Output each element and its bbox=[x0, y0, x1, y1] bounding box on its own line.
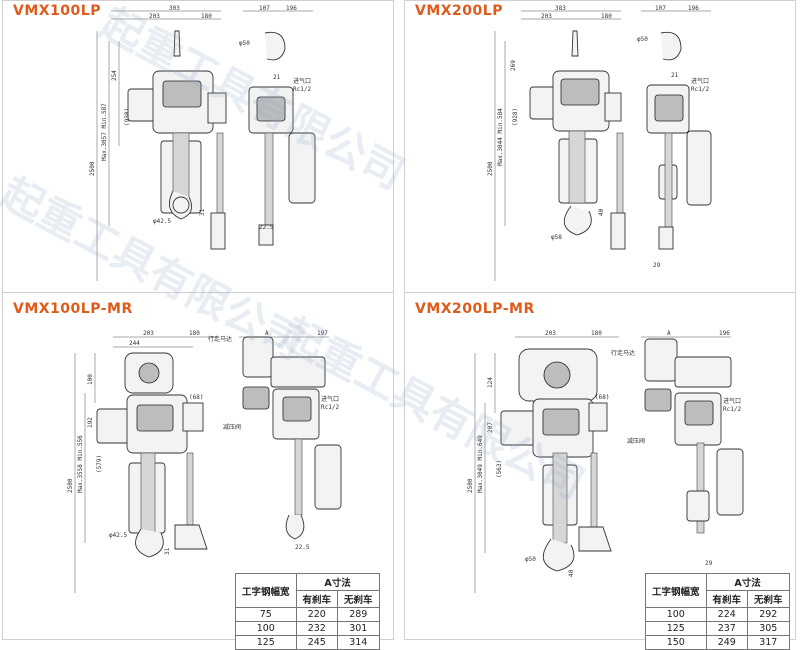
svg-text:21: 21 bbox=[671, 72, 679, 79]
svg-text:φ58: φ58 bbox=[551, 234, 562, 241]
svg-text:107: 107 bbox=[655, 5, 666, 12]
svg-text:2500: 2500 bbox=[487, 161, 494, 176]
svg-text:196: 196 bbox=[719, 330, 730, 337]
hoist-drawing: 203 180 244 A 197 2500 Max.3558 Min.556 … bbox=[67, 330, 342, 593]
svg-text:Rc1/2: Rc1/2 bbox=[321, 404, 339, 411]
dim-text: 180 bbox=[201, 13, 212, 20]
svg-text:100: 100 bbox=[87, 374, 94, 385]
svg-text:40: 40 bbox=[598, 208, 605, 216]
dim-text: 196 bbox=[286, 5, 297, 12]
svg-text:31: 31 bbox=[199, 208, 206, 216]
svg-text:31: 31 bbox=[164, 547, 171, 555]
hoist-drawing: 303 203 180 107 196 2500 Max.3057 Min.58… bbox=[89, 5, 316, 281]
air-inlet-label: 进气口 bbox=[293, 77, 311, 85]
svg-text:180: 180 bbox=[189, 330, 200, 337]
svg-text:2500: 2500 bbox=[67, 478, 74, 493]
svg-text:22.5: 22.5 bbox=[295, 544, 310, 551]
svg-text:A: A bbox=[265, 330, 269, 337]
svg-text:2500: 2500 bbox=[467, 478, 474, 493]
svg-text:(938): (938) bbox=[124, 108, 131, 126]
svg-text:180: 180 bbox=[591, 330, 602, 337]
panel-title: VMX100LP bbox=[13, 3, 101, 19]
dim-text: 107 bbox=[259, 5, 270, 12]
svg-text:203: 203 bbox=[545, 330, 556, 337]
svg-text:269: 269 bbox=[510, 60, 517, 71]
svg-text:244: 244 bbox=[129, 340, 140, 347]
svg-text:行走马达: 行走马达 bbox=[611, 349, 635, 357]
pressure-valve-label: 减压阀 bbox=[223, 423, 241, 431]
svg-text:203: 203 bbox=[143, 330, 154, 337]
svg-text:2500: 2500 bbox=[89, 161, 96, 176]
svg-text:(579): (579) bbox=[96, 455, 103, 473]
svg-text:180: 180 bbox=[601, 13, 612, 20]
svg-text:(68): (68) bbox=[189, 394, 203, 401]
svg-text:254: 254 bbox=[111, 70, 118, 81]
svg-text:Rc1/2: Rc1/2 bbox=[293, 86, 311, 93]
beam-width-header: 工字钢幅宽 bbox=[235, 573, 297, 608]
without-brake-header: 无刹车 bbox=[747, 590, 790, 608]
svg-text:124: 124 bbox=[487, 377, 494, 388]
a-dim-header: A寸法 bbox=[295, 573, 380, 591]
svg-text:φ50: φ50 bbox=[525, 556, 536, 563]
diagram-panel-vmx200lp-mr: VMX200LP-MR 203 180 A 196 2500 Max.3049 … bbox=[404, 292, 796, 650]
svg-text:Max.3558 Min.556: Max.3558 Min.556 bbox=[77, 435, 84, 493]
svg-text:进气口: 进气口 bbox=[691, 77, 709, 85]
panel-title: VMX100LP-MR bbox=[13, 301, 133, 317]
svg-text:207: 207 bbox=[487, 422, 494, 433]
svg-text:Rc1/2: Rc1/2 bbox=[691, 86, 709, 93]
svg-text:减压阀: 减压阀 bbox=[627, 437, 645, 445]
svg-text:Max.3057 Min.587: Max.3057 Min.587 bbox=[101, 103, 108, 161]
dim-text: 203 bbox=[149, 13, 160, 20]
beam-width-header: 工字钢幅宽 bbox=[645, 573, 707, 608]
with-brake-header: 有刹车 bbox=[295, 590, 339, 608]
svg-text:197: 197 bbox=[317, 330, 328, 337]
svg-text:383: 383 bbox=[555, 5, 566, 12]
svg-text:Max.3049 Min.649: Max.3049 Min.649 bbox=[477, 435, 484, 493]
hoist-drawing: 203 180 A 196 2500 Max.3049 Min.649 (563… bbox=[467, 330, 744, 593]
svg-text:φ50: φ50 bbox=[637, 36, 648, 43]
panel-title: VMX200LP bbox=[415, 3, 503, 19]
svg-text:29: 29 bbox=[705, 560, 713, 567]
svg-text:进气口: 进气口 bbox=[723, 397, 741, 405]
hoist-drawing: 383 203 180 107 196 2500 Max.3044 Min.58… bbox=[487, 5, 712, 281]
a-dim-header: A寸法 bbox=[705, 573, 790, 591]
panel-title: VMX200LP-MR bbox=[415, 301, 535, 317]
svg-text:(563): (563) bbox=[496, 460, 503, 478]
svg-text:Max.3044 Min.584: Max.3044 Min.584 bbox=[497, 108, 504, 166]
svg-text:进气口: 进气口 bbox=[321, 395, 339, 403]
svg-text:203: 203 bbox=[541, 13, 552, 20]
dim-text: 303 bbox=[169, 5, 180, 12]
svg-text:21: 21 bbox=[273, 74, 281, 81]
svg-text:(928): (928) bbox=[512, 108, 519, 126]
svg-text:196: 196 bbox=[688, 5, 699, 12]
svg-text:φ50: φ50 bbox=[239, 40, 250, 47]
svg-text:φ42.5: φ42.5 bbox=[109, 532, 127, 539]
svg-text:40: 40 bbox=[568, 569, 575, 577]
diagram-panel-vmx100lp: VMX100LP 303 203 180 107 196 2500 Max.30… bbox=[2, 0, 394, 312]
svg-text:29: 29 bbox=[653, 262, 661, 269]
svg-text:A: A bbox=[667, 330, 671, 337]
diagram-panel-vmx200lp: VMX200LP 383 203 180 107 196 2500 Max.30… bbox=[404, 0, 796, 312]
svg-text:φ42.5: φ42.5 bbox=[153, 218, 171, 225]
diagram-panel-vmx100lp-mr: VMX100LP-MR 203 180 244 A 197 2500 Max.3… bbox=[2, 292, 394, 650]
svg-text:192: 192 bbox=[87, 417, 94, 428]
svg-text:Rc1/2: Rc1/2 bbox=[723, 406, 741, 413]
without-brake-header: 无刹车 bbox=[337, 590, 380, 608]
with-brake-header: 有刹车 bbox=[705, 590, 749, 608]
trolley-motor-label: 行走马达 bbox=[208, 335, 232, 343]
svg-text:22.5: 22.5 bbox=[259, 224, 274, 231]
svg-text:(68): (68) bbox=[595, 394, 609, 401]
